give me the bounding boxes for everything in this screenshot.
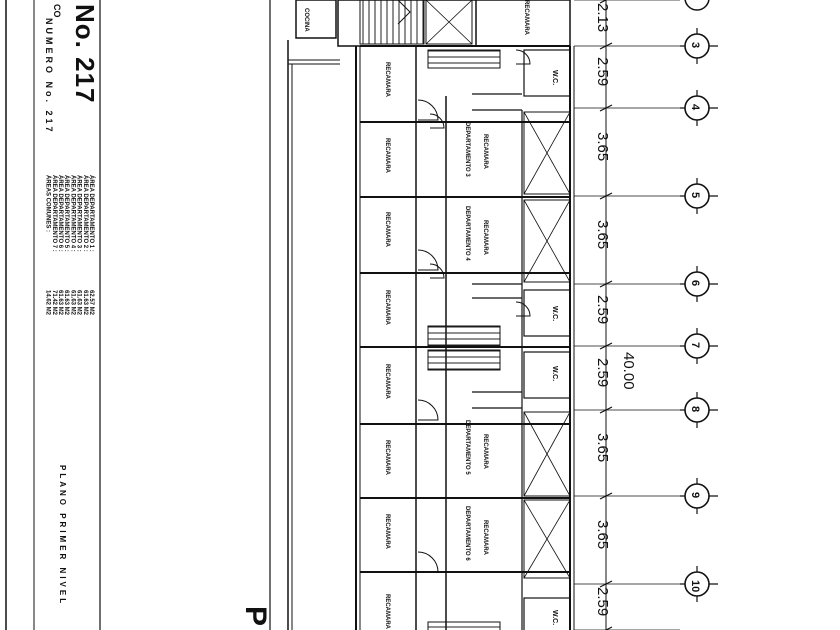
dimension-chain: 2.13 2.59 3.65 3.65 2.59 2.59 3.65 3.65 2.59: [574, 0, 680, 630]
room-label-dep3: DEPARTAMENTO 3: [464, 122, 470, 177]
room-label-recamara-8: RECAMARA: [384, 594, 390, 630]
area-label-4: ÁREA DEPARTAMENTO 4 :: [69, 175, 76, 252]
dimension-value-5: 2.59: [594, 295, 611, 324]
axis-marker-8: 8: [680, 392, 718, 428]
room-label-recamara-mid-2: RECAMARA: [482, 220, 488, 256]
axis-label: 5: [689, 192, 701, 198]
room-label-recamara-1: RECAMARA: [384, 62, 390, 98]
dimension-value-7: 3.65: [594, 433, 611, 462]
dimension-value-9: 2.59: [594, 587, 611, 616]
title-numero-text: NUMERO No. 217: [44, 18, 54, 135]
area-value-6: 61.63 M2: [57, 290, 63, 316]
axis-label: 7: [689, 342, 701, 348]
area-label-3: ÁREA DEPARTAMENTO 3 :: [76, 175, 83, 252]
grid-axes: 3 4 5 6 7 8 9 10: [680, 0, 718, 602]
axis-label: 3: [689, 42, 701, 48]
room-label-recamara-6: RECAMARA: [384, 440, 390, 476]
room-label-recamara-top: RECAMARA: [523, 0, 529, 36]
dimension-value-2: 2.59: [594, 57, 611, 86]
axis-marker-10: 10: [680, 566, 718, 602]
room-label-recamara-2: RECAMARA: [384, 138, 390, 174]
axis-marker-6: 6: [680, 266, 718, 302]
room-label-recamara-mid-3: RECAMARA: [482, 434, 488, 470]
title-block: No. 217 CO NUMERO No. 217 PLANO PRIMER N…: [5, 0, 271, 630]
area-label-8: ÁREAS COMUNES :: [45, 175, 52, 232]
axis-marker-5: 5: [680, 178, 718, 214]
dimension-value-3: 3.65: [594, 132, 611, 161]
room-label-dep4: DEPARTAMENTO 4: [464, 206, 470, 261]
room-label-recamara-mid-1: RECAMARA: [482, 134, 488, 170]
corridor-walls: [287, 40, 340, 630]
room-label-wc-3: W.C.: [551, 366, 558, 381]
project-number: No. 217: [70, 4, 100, 104]
room-label-recamara-5: RECAMARA: [384, 364, 390, 400]
area-label-5: ÁREA DEPARTAMENTO 5 :: [63, 175, 70, 252]
area-value-1: 62.57 M2: [88, 290, 94, 316]
room-label-recamara-3: RECAMARA: [384, 212, 390, 248]
room-label-recamara-7: RECAMARA: [384, 514, 390, 550]
area-value-3: 61.63 M2: [76, 290, 82, 316]
dimension-value-6: 2.59: [594, 358, 611, 387]
dimension-tick: [599, 0, 608, 4]
axis-marker-9: 9: [680, 478, 718, 514]
area-value-4: 61.63 M2: [69, 290, 75, 316]
dimension-tick: [604, 626, 613, 630]
area-label-1: ÁREA DEPARTAMENTO 1 :: [88, 175, 95, 252]
room-label-wc-2: W.C.: [551, 306, 558, 321]
axis-marker-4: 4: [680, 90, 718, 126]
axis-label: 9: [689, 492, 701, 498]
axis-label: 10: [689, 580, 701, 592]
room-label-wc-4: W.C.: [551, 610, 558, 625]
sheet-name: PLANO PRIMER NIVEL: [58, 465, 67, 606]
room-label-dep5: DEPARTAMENTO 5: [464, 420, 470, 475]
room-label-recamara-4: RECAMARA: [384, 290, 390, 326]
title-letter-p: P: [239, 606, 272, 626]
axis-label: 6: [689, 280, 701, 286]
apartment-units: W.C. W.C. W.C. W.C. RECAMARA RECAMARA RECAMARA…: [360, 45, 571, 630]
area-label-2: ÁREA DEPARTAMENTO 2 :: [82, 175, 89, 252]
title-co-fragment: CO: [52, 4, 62, 18]
area-table: ÁREA DEPARTAMENTO 1 : 62.57 M2 ÁREA DEPART…: [45, 175, 95, 316]
room-label-wc-1: W.C.: [551, 70, 558, 85]
area-value-7: 71.42 M2: [51, 290, 57, 316]
axis-label: 4: [689, 104, 701, 111]
area-value-8: 14.62 M2: [45, 290, 51, 316]
room-label-recamara-mid-4: RECAMARA: [482, 520, 488, 556]
dimension-value-4: 3.65: [594, 220, 611, 249]
dimension-value-8: 3.65: [594, 520, 611, 549]
total-dimension: 40.00: [620, 352, 637, 390]
area-value-2: 61.63 M2: [82, 290, 88, 316]
room-label-dep6: DEPARTAMENTO 6: [464, 506, 470, 561]
axis-marker-3: 3: [680, 28, 718, 64]
area-label-6: ÁREA DEPARTAMENTO 6 :: [57, 175, 64, 252]
axis-marker-7: 7: [680, 328, 718, 364]
axis-label: 8: [689, 406, 701, 412]
area-label-7: ÁREA DEPARTAMENTO 7 :: [51, 175, 58, 252]
axis-marker-partial: [684, 0, 710, 11]
dimension-value-1: 2.13: [594, 3, 611, 32]
area-value-5: 61.63 M2: [63, 290, 69, 316]
room-label-cocina: COCINA: [303, 8, 309, 32]
